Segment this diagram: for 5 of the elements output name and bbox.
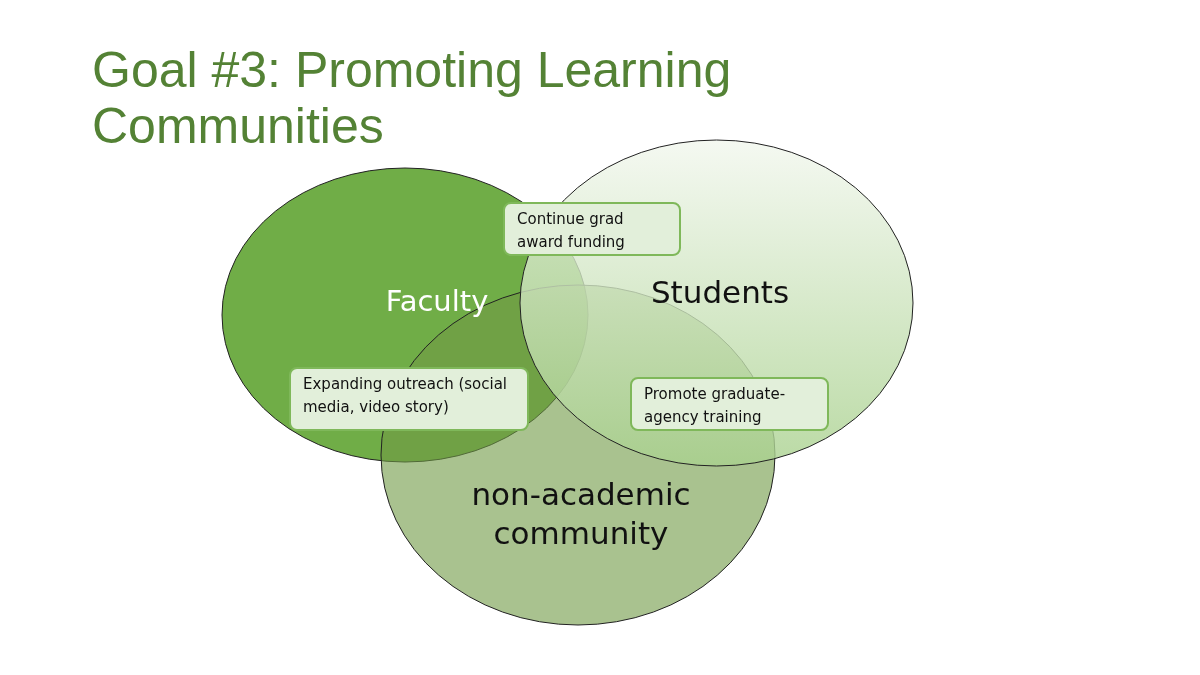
circle-label: Students [649, 273, 791, 312]
circle-label: Faculty [384, 283, 490, 320]
slide-title: Goal #3: Promoting Learning Communities [92, 42, 733, 154]
text-box: Continue grad award funding [503, 202, 681, 256]
circle-label: non-academic community [470, 475, 692, 553]
